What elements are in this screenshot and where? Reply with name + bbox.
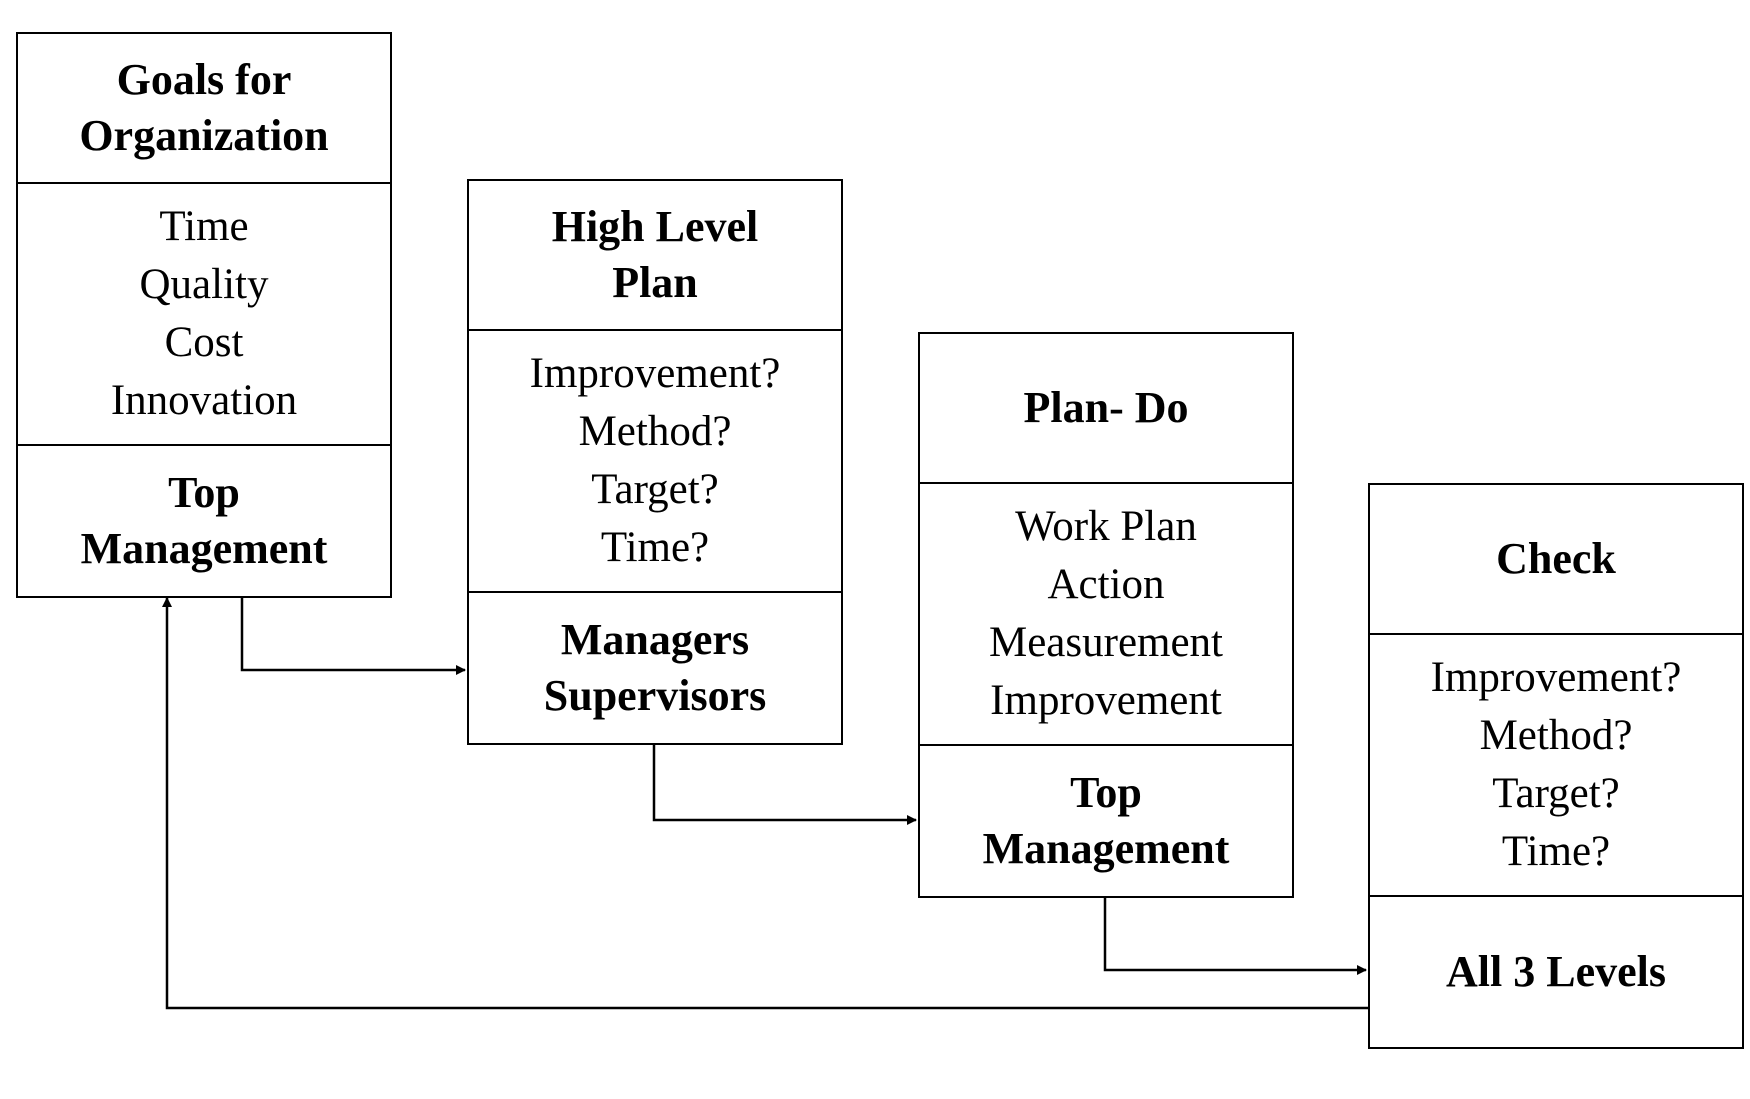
check-box-header: Check: [1370, 485, 1742, 635]
item-line: Work Plan: [1015, 503, 1197, 550]
footer-line: All 3 Levels: [1446, 947, 1666, 996]
item-line: Method?: [578, 408, 732, 455]
arrow-plan-do-to-check: [1103, 896, 1367, 975]
header-line: High Level: [551, 202, 759, 251]
footer-line: Management: [982, 824, 1230, 873]
goals-box: Goals for Organization Time Quality Cost…: [16, 32, 392, 598]
item-line: Improvement?: [529, 350, 781, 397]
header-line: Plan: [612, 258, 698, 307]
high-level-plan-box-footer: Managers Supervisors: [469, 593, 841, 743]
arrow-plan-to-plan-do: [652, 745, 917, 825]
high-level-plan-box-header: High Level Plan: [469, 181, 841, 331]
item-line: Improvement?: [1430, 654, 1682, 701]
arrow-goals-to-plan: [240, 596, 466, 675]
item-line: Target?: [1492, 770, 1620, 817]
header-line: Plan- Do: [1023, 383, 1189, 432]
header-line: Organization: [79, 111, 329, 160]
footer-line: Management: [80, 524, 328, 573]
plan-do-box: Plan- Do Work Plan Action Measurement Im…: [918, 332, 1294, 898]
footer-line: Top: [168, 468, 240, 517]
item-line: Time: [159, 203, 249, 250]
check-box-items: Improvement? Method? Target? Time?: [1370, 635, 1742, 897]
high-level-plan-box-items: Improvement? Method? Target? Time?: [469, 331, 841, 593]
plan-do-box-footer: Top Management: [920, 746, 1292, 896]
item-line: Time?: [600, 524, 710, 571]
item-line: Improvement: [990, 677, 1222, 724]
header-line: Check: [1496, 534, 1616, 583]
footer-line: Supervisors: [543, 671, 767, 720]
high-level-plan-box: High Level Plan Improvement? Method? Tar…: [467, 179, 843, 745]
goals-box-footer: Top Management: [18, 446, 390, 596]
item-line: Quality: [139, 261, 269, 308]
footer-line: Managers: [560, 615, 750, 664]
item-line: Measurement: [988, 619, 1224, 666]
goals-box-header: Goals for Organization: [18, 34, 390, 184]
plan-do-box-items: Work Plan Action Measurement Improvement: [920, 484, 1292, 746]
item-line: Cost: [164, 319, 244, 366]
item-line: Innovation: [110, 377, 298, 424]
item-line: Method?: [1479, 712, 1633, 759]
header-line: Goals for: [116, 55, 292, 104]
item-line: Time?: [1501, 828, 1611, 875]
arrow-check-to-goals: [162, 597, 1368, 1010]
item-line: Action: [1047, 561, 1165, 608]
check-box: Check Improvement? Method? Target? Time?…: [1368, 483, 1744, 1049]
goals-box-items: Time Quality Cost Innovation: [18, 184, 390, 446]
check-box-footer: All 3 Levels: [1370, 897, 1742, 1047]
plan-do-box-header: Plan- Do: [920, 334, 1292, 484]
item-line: Target?: [591, 466, 719, 513]
footer-line: Top: [1070, 768, 1142, 817]
